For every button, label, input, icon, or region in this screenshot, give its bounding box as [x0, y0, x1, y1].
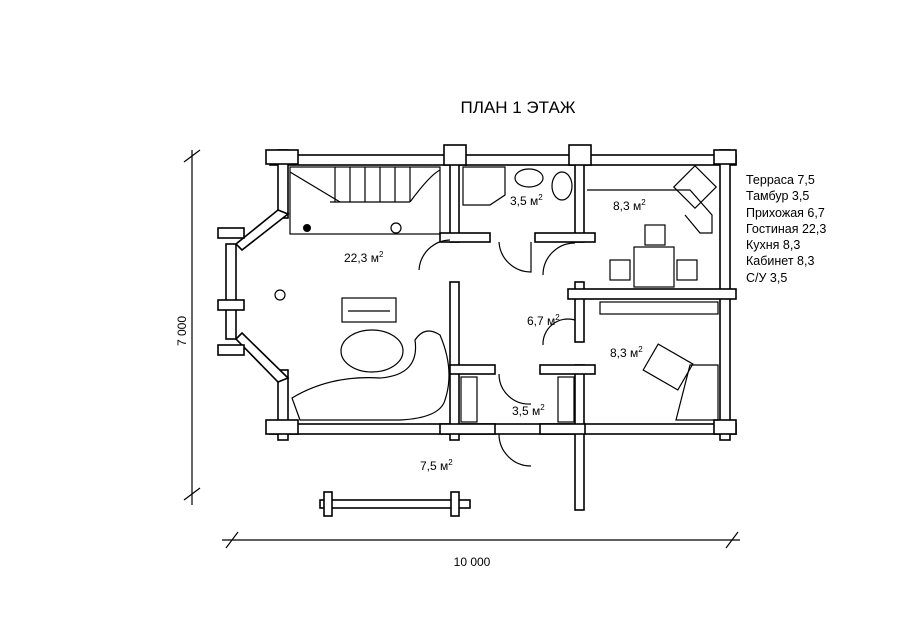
room-legend: Терраса 7,5 Тамбур 3,5 Прихожая 6,7 Гост… — [746, 172, 826, 286]
room-area-bathroom: 3,5 м2 — [510, 193, 543, 208]
room-labels: 22,3 м2 3,5 м2 8,3 м2 6,7 м2 8,3 м2 3,5 … — [344, 193, 646, 473]
legend-item: Прихожая 6,7 — [746, 205, 825, 220]
room-area-terrace: 7,5 м2 — [420, 458, 453, 473]
room-area-living: 22,3 м2 — [344, 250, 384, 265]
height-dimension: 7 000 — [175, 316, 189, 346]
room-area-kitchen: 8,3 м2 — [613, 198, 646, 213]
legend-item: Кухня 8,3 — [746, 238, 801, 253]
width-dimension: 10 000 — [454, 555, 491, 569]
room-area-vestibule: 3,5 м2 — [512, 403, 545, 418]
legend-item: Терраса 7,5 — [746, 173, 815, 187]
legend-item: Гостиная 22,3 — [746, 221, 827, 236]
legend-item: Тамбур 3,5 — [746, 189, 810, 204]
room-area-hall: 6,7 м2 — [527, 313, 560, 328]
dimension-lines: 7 000 10 000 — [175, 149, 740, 569]
walls — [217, 144, 737, 517]
column-icon — [303, 224, 311, 232]
legend-item: Кабинет 8,3 — [746, 254, 815, 269]
furniture — [274, 164, 719, 467]
legend-item: С/У 3,5 — [746, 270, 788, 285]
plan-title: ПЛАН 1 ЭТАЖ — [461, 98, 576, 117]
room-area-office: 8,3 м2 — [610, 345, 643, 360]
